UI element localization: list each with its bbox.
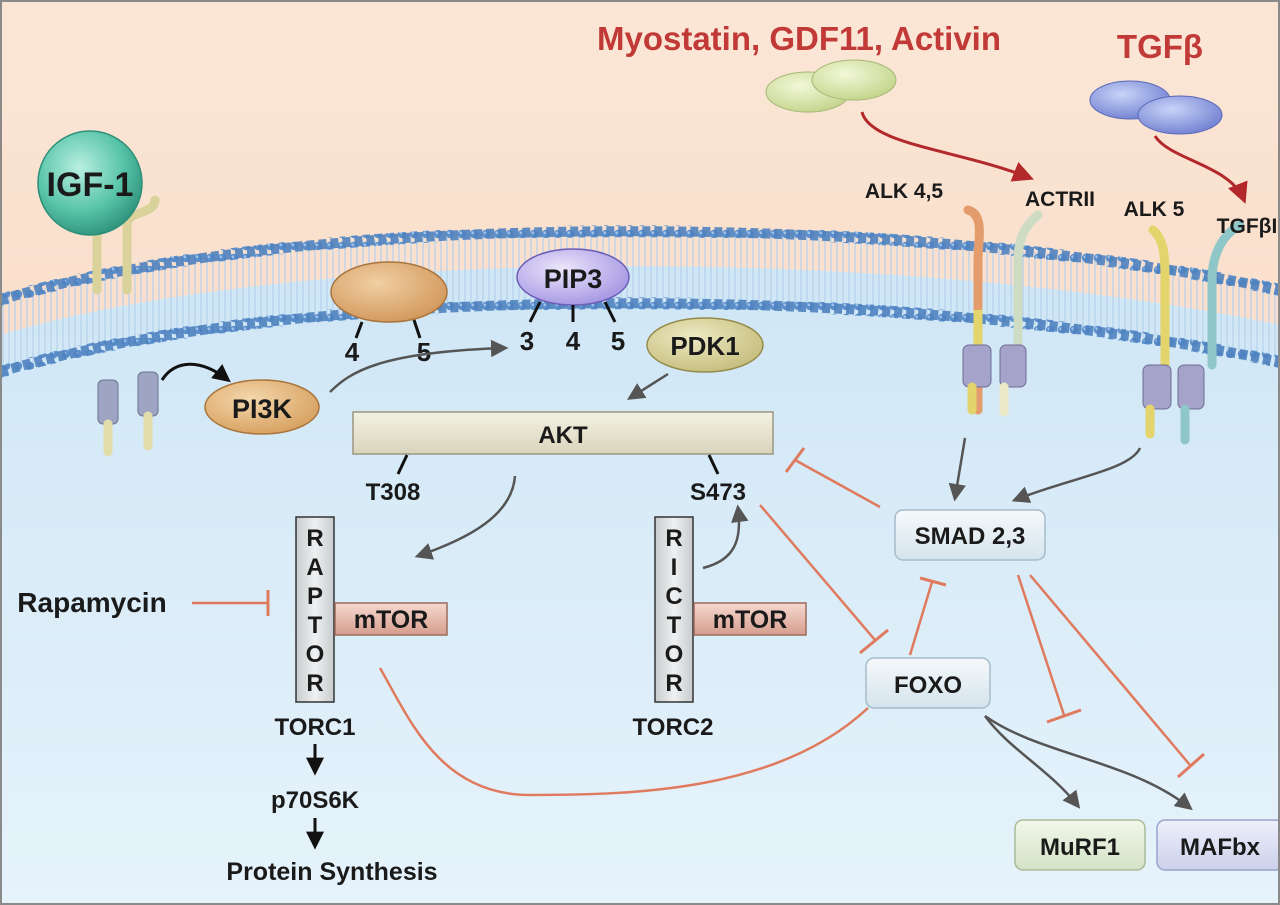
pip2-site-5: 5 [417,337,431,367]
actrii-label: ACTRII [1025,188,1095,211]
t308-bond [396,454,409,475]
raptor-letter: R [306,670,323,697]
smad-murf1-inhibition-line [1016,574,1066,716]
akt-label: AKT [538,422,588,449]
p70s6k-label: p70S6K [271,787,360,814]
pip2-bond-4 [354,321,364,339]
pdk1-to-akt-arrow [627,372,669,400]
smad-murf1-inhibition-bar [1046,708,1082,724]
pip2-bond-5 [412,319,422,339]
akt-to-torc1-arrow [414,475,517,560]
smad-mafbx-inhibition-line [1029,574,1191,766]
receptor-to-pi3k-arrow [160,362,231,383]
rictor-letter: I [671,554,678,581]
raptor-box [295,516,335,703]
pi3k-label: PI3K [232,394,293,424]
pip3-site-5: 5 [611,326,625,356]
pi3k-node [204,379,320,435]
akt-foxo-inhibition-line [759,504,876,641]
torc1-label: TORC1 [275,714,356,741]
alk5-receptor [1142,225,1172,439]
foxo-to-murf1-arrow [983,715,1081,809]
myostatin-gdf11-activin-label: Myostatin, GDF11, Activin [597,20,1001,57]
foxo-node [865,657,991,709]
cell-membrane [0,225,1280,378]
igf1-label: IGF-1 [47,166,134,204]
rapamycin-label: Rapamycin [17,587,166,618]
actrii-receptor [999,210,1043,417]
s473-label: S473 [690,479,746,506]
torc2-mtor-label: mTOR [713,606,788,634]
murf1-label: MuRF1 [1040,834,1120,861]
torc1-mtor-label: mTOR [354,606,429,634]
smad-akt-inhibition-bar [784,447,806,473]
pip3-label: PIP3 [544,264,603,294]
alk5-label: ALK 5 [1124,198,1185,221]
pip3-site-4: 4 [566,326,581,356]
t308-label: T308 [366,479,421,506]
torc2-to-s473-arrow [702,504,749,570]
raptor-letter: R [306,525,323,552]
murf1-node [1014,819,1146,871]
rictor-letter: R [665,525,682,552]
pip3-site-3: 3 [520,326,534,356]
akt-node [352,411,774,455]
akt-foxo-inhibition-bar [859,628,889,655]
myostatin-binding-arrow [860,111,1034,182]
protein-synthesis-label: Protein Synthesis [226,858,437,886]
tgfbi-receptor [1177,220,1245,445]
foxo-to-mafbx-arrow [984,714,1193,811]
pdk1-node [646,317,764,373]
tgfb-label: TGFβ [1117,28,1203,65]
pdk1-label: PDK1 [670,331,739,361]
smad23-node [894,509,1046,561]
pip2-site-4: 4 [345,337,360,367]
pip3-bond-3 [528,301,542,323]
torc2-mtor-box [693,602,807,636]
tgfb-ligand [1089,80,1223,135]
s473-bond [707,454,720,475]
rictor-letter: O [665,641,684,668]
alk45-receptor [962,205,992,415]
tgfb-binding-arrow [1153,135,1248,204]
mafbx-node [1156,819,1280,871]
foxo-torc1-inhibition-curve [378,667,869,797]
pip3-bond-5 [603,301,617,323]
rictor-letter: R [665,670,682,697]
pip2-node [330,261,448,323]
tgfbi-label: TGFβI [1217,215,1278,238]
rictor-letter: C [665,583,682,610]
alk5-to-smad-arrow [1011,447,1142,503]
foxo-smad-inhibition-bar [919,576,947,587]
cytoplasm [0,266,1280,905]
raptor-letter: P [307,583,323,610]
foxo-smad-inhibition-line [908,581,934,656]
rictor-letter: T [667,612,682,639]
foxo-label: FOXO [894,672,962,699]
mafbx-label: MAFbx [1180,834,1261,861]
smad-akt-inhibition-line [794,458,881,509]
smad-mafbx-inhibition-bar [1177,752,1205,779]
alk45-label: ALK 4,5 [865,180,944,203]
pi3k-to-pip3-arrow [329,339,509,393]
smad23-label: SMAD 2,3 [915,523,1026,550]
myostatin-ligand [765,59,897,113]
torc2-label: TORC2 [633,714,714,741]
igf1-ligand [37,130,143,236]
raptor-letter: O [306,641,325,668]
raptor-letter: A [306,554,323,581]
rictor-box [654,516,694,703]
raptor-letter: T [308,612,323,639]
alk45-to-smad-arrow [948,437,967,502]
torc1-mtor-box [334,602,448,636]
